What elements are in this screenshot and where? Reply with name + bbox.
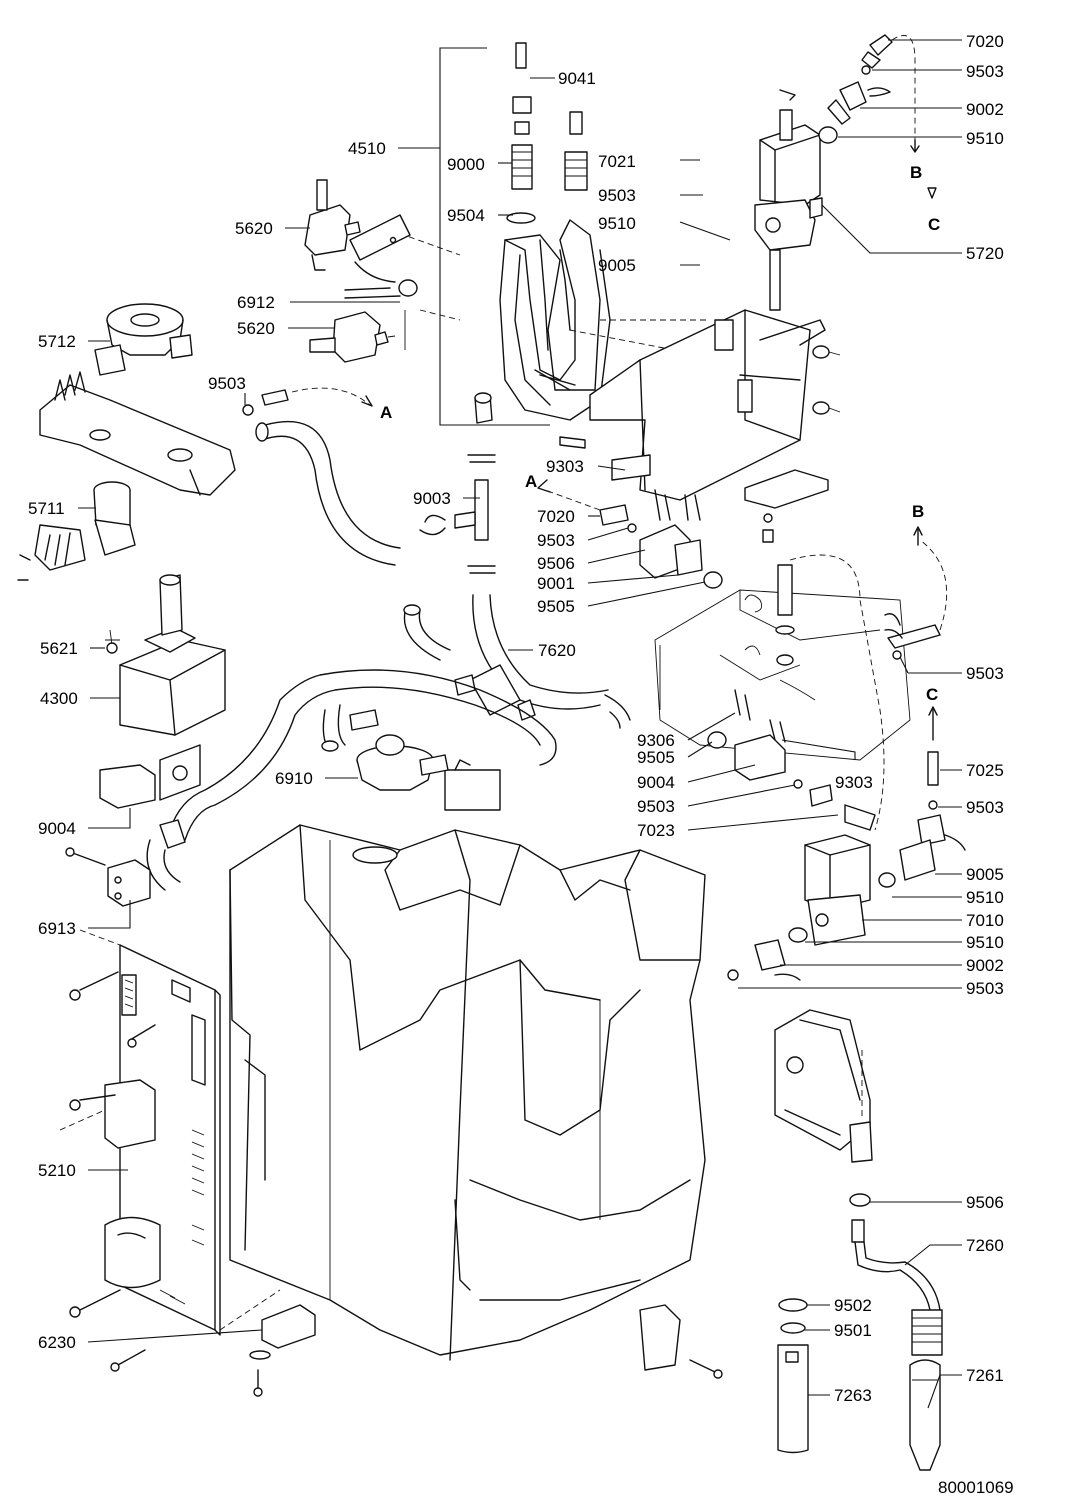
- solenoid-valve-5720: [754, 89, 823, 251]
- callout-9001: 9001: [537, 574, 575, 593]
- callout-9503: 9503: [966, 798, 1004, 817]
- flow-marker-a-center: A: [525, 472, 537, 491]
- callout-9004: 9004: [38, 819, 76, 838]
- callout-9506: 9506: [537, 554, 575, 573]
- callout-9510: 9510: [966, 129, 1004, 148]
- callout-9503: 9503: [966, 62, 1004, 81]
- sensor-6912: [344, 261, 418, 299]
- callout-5210: 5210: [38, 1161, 76, 1180]
- callout-5711: 5711: [28, 499, 65, 518]
- callout-7020: 7020: [537, 507, 575, 526]
- tube-7263: [777, 1298, 809, 1454]
- callout-9005: 9005: [966, 865, 1004, 884]
- flow-marker-b-top: B: [910, 163, 922, 182]
- leader-lines: [78, 39, 962, 1409]
- sensor-6913: [65, 847, 151, 907]
- fitting-7025: [884, 526, 948, 810]
- callout-9505: 9505: [537, 597, 575, 616]
- callout-9041: 9041: [558, 69, 596, 88]
- filter-7620: [403, 604, 631, 729]
- flow-marker-c-right: C: [926, 685, 938, 704]
- clip-bottom-center: [639, 1304, 723, 1379]
- valve-9001: [537, 479, 723, 589]
- callout-7263: 7263: [834, 1386, 872, 1405]
- callout-9004: 9004: [637, 773, 675, 792]
- callout-7023: 7023: [637, 821, 675, 840]
- hose-left: [242, 387, 401, 566]
- callout-9504: 9504: [447, 206, 485, 225]
- callout-5621: 5621: [40, 639, 78, 658]
- nozzle-7261: [909, 1359, 941, 1471]
- callout-7260: 7260: [966, 1236, 1004, 1255]
- callout-6230: 6230: [38, 1333, 76, 1352]
- callout-9503: 9503: [208, 374, 246, 393]
- callouts: 7020 9503 9002 9510 9041 4510 9000 7021 …: [28, 32, 1004, 1405]
- switch-5620-lower: [309, 310, 406, 363]
- callout-9503: 9503: [598, 186, 636, 205]
- callout-7020: 7020: [966, 32, 1004, 51]
- flowmeter-6910: [349, 709, 449, 791]
- cover-9004-left: [99, 764, 156, 809]
- callout-6910: 6910: [275, 769, 313, 788]
- callout-9510: 9510: [966, 888, 1004, 907]
- heater-assembly: [389, 42, 741, 421]
- microswitch-6230: [249, 1304, 316, 1397]
- flow-markers: B C A A B C: [380, 163, 940, 704]
- valve-9004: [707, 689, 876, 831]
- callout-4300: 4300: [40, 689, 78, 708]
- grinder-part-5712: [94, 303, 193, 376]
- callout-4510: 4510: [348, 139, 386, 158]
- callout-7021: 7021: [598, 152, 636, 171]
- callout-9303: 9303: [835, 773, 873, 792]
- callout-7010: 7010: [966, 911, 1004, 930]
- callout-9005: 9005: [598, 256, 636, 275]
- callout-7261: 7261: [966, 1366, 1004, 1385]
- callout-9002: 9002: [966, 100, 1004, 119]
- screws-pcb: [59, 929, 281, 1372]
- grinder-outlet-5711: [17, 481, 136, 581]
- flow-marker-c-top: C: [928, 215, 940, 234]
- document-number: 80001069: [938, 1478, 1014, 1497]
- callout-9303: 9303: [546, 457, 584, 476]
- outlet-holder: [774, 1009, 873, 1163]
- callout-9503: 9503: [537, 531, 575, 550]
- callout-9003: 9003: [413, 489, 451, 508]
- hose-pump: [146, 669, 557, 891]
- mounting-bracket: [559, 249, 841, 543]
- callout-5712: 5712: [38, 332, 76, 351]
- callout-9002: 9002: [966, 956, 1004, 975]
- switch-5620-upper: [304, 179, 411, 271]
- callout-9503: 9503: [966, 979, 1004, 998]
- callout-9510: 9510: [966, 933, 1004, 952]
- brew-unit-block: [654, 554, 911, 831]
- fitting-7020-top: [818, 34, 920, 153]
- callout-9506: 9506: [966, 1193, 1004, 1212]
- callout-9503: 9503: [966, 664, 1004, 683]
- group-bracket-4510: [439, 47, 550, 426]
- outlet-pipe-7260: [849, 1193, 943, 1356]
- callout-9306: 9306: [637, 731, 675, 750]
- pcb-5210: [104, 944, 221, 1336]
- flow-marker-a-left: A: [380, 403, 392, 422]
- callout-7620: 7620: [538, 641, 576, 660]
- flow-marker-b-right: B: [912, 502, 924, 521]
- callout-6913: 6913: [38, 919, 76, 938]
- callout-9502: 9502: [834, 1296, 872, 1315]
- solenoid-valve-7010: [727, 814, 966, 981]
- callout-5720: 5720: [966, 244, 1004, 263]
- grinder-arm: [39, 371, 236, 496]
- callout-9501: 9501: [834, 1321, 872, 1340]
- callout-9503: 9503: [637, 797, 675, 816]
- callout-5620: 5620: [237, 319, 275, 338]
- callout-5620: 5620: [235, 219, 273, 238]
- callout-7025: 7025: [966, 761, 1004, 780]
- main-housing: [229, 759, 706, 1361]
- callout-9510: 9510: [598, 214, 636, 233]
- callout-9000: 9000: [447, 155, 485, 174]
- callout-9505: 9505: [637, 748, 675, 767]
- pump-4300: [105, 574, 226, 801]
- callout-6912: 6912: [237, 293, 275, 312]
